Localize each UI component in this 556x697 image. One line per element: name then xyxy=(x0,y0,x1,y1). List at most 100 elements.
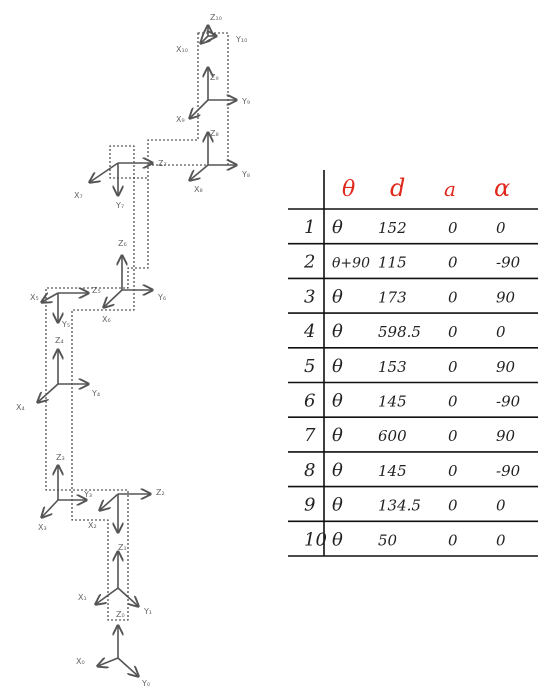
row-d: 153 xyxy=(378,358,407,376)
frame-9: Z₉ Y₉ X₉ xyxy=(176,68,250,124)
frame-4-z-label: Z₄ xyxy=(55,336,64,345)
link-chain xyxy=(45,32,229,621)
row-number: 2 xyxy=(303,252,315,273)
row-alpha: 0 xyxy=(496,531,506,549)
row-alpha: -90 xyxy=(496,254,521,272)
frame-2-z-label: Z₂ xyxy=(156,488,165,497)
frame-7: Z₇ Y₇ X₇ xyxy=(74,159,167,210)
frame-9-y-label: Y₉ xyxy=(241,97,250,106)
frame-5: Z₅ Y₅ X₅ xyxy=(30,286,101,329)
row-theta: θ xyxy=(332,356,343,377)
frame-7-z-label: Z₇ xyxy=(158,159,167,168)
row-alpha: 0 xyxy=(496,323,506,341)
frame-1-x-label: X₁ xyxy=(78,593,87,602)
frame-6-x-label: X₆ xyxy=(102,315,111,324)
frame-6-z-label: Z₆ xyxy=(118,239,127,248)
row-theta: θ xyxy=(332,425,343,446)
frame-3-y-label: Y₃ xyxy=(83,490,92,499)
row-theta: θ xyxy=(332,217,343,238)
coordinate-frames-diagram: Z₁₀ Y₁₀ X₁₀ Z₉ Y₉ X₉ Z₈ Y₈ X₈ Z₇ Y₇ X₇ Z… xyxy=(16,13,250,688)
row-number: 10 xyxy=(304,529,327,550)
row-a: 0 xyxy=(448,393,458,411)
header-d: d xyxy=(390,174,405,202)
header-alpha: α xyxy=(494,174,510,202)
row-theta: θ xyxy=(332,460,343,481)
frame-4-x-label: X₄ xyxy=(16,403,25,412)
row-number: 1 xyxy=(304,217,315,238)
frame-7-x-label: X₇ xyxy=(74,191,83,200)
frame-0-y-label: Y₀ xyxy=(141,679,150,688)
row-a: 0 xyxy=(448,254,458,272)
row-d: 145 xyxy=(378,462,407,480)
frame-5-y-label: Y₅ xyxy=(61,320,70,329)
frame-1: Z₁ Y₁ X₁ xyxy=(78,543,152,616)
frame-5-x-label: X₅ xyxy=(30,293,39,302)
row-alpha: 0 xyxy=(496,497,506,515)
row-a: 0 xyxy=(448,531,458,549)
row-number: 4 xyxy=(303,321,315,342)
row-alpha: 0 xyxy=(496,219,506,237)
frame-9-x-label: X₉ xyxy=(176,115,185,124)
row-d: 134.5 xyxy=(378,497,421,515)
row-d: 152 xyxy=(378,219,407,237)
frame-8-y-label: Y₈ xyxy=(241,170,250,179)
row-number: 6 xyxy=(304,391,315,412)
row-d: 50 xyxy=(378,531,398,549)
header-a: a xyxy=(444,177,456,201)
row-a: 0 xyxy=(448,323,458,341)
frame-0: Z₀ Y₀ X₀ xyxy=(76,610,150,688)
row-theta: θ+90 xyxy=(332,256,370,272)
frame-5-z-label: Z₅ xyxy=(92,286,101,295)
frame-10-x-label: X₁₀ xyxy=(176,45,188,54)
row-number: 5 xyxy=(304,356,315,377)
row-d: 598.5 xyxy=(378,323,421,341)
row-a: 0 xyxy=(448,497,458,515)
row-alpha: -90 xyxy=(496,462,521,480)
row-d: 173 xyxy=(378,288,407,306)
row-a: 0 xyxy=(448,288,458,306)
frame-3-z-label: Z₃ xyxy=(56,453,65,462)
frame-1-z-label: Z₁ xyxy=(118,543,127,552)
row-alpha: 90 xyxy=(496,358,516,376)
frame-2-x-label: X₂ xyxy=(88,521,97,530)
row-theta: θ xyxy=(332,321,343,342)
frame-6-y-label: Y₆ xyxy=(157,293,166,302)
frame-2: Z₂ X₂ xyxy=(88,488,165,532)
frame-0-z-label: Z₀ xyxy=(116,610,125,619)
row-theta: θ xyxy=(332,286,343,307)
row-theta: θ xyxy=(332,391,343,412)
row-number: 3 xyxy=(304,286,315,307)
row-theta: θ xyxy=(332,495,343,516)
frame-7-y-label: Y₇ xyxy=(115,201,124,210)
row-number: 9 xyxy=(304,495,315,516)
frame-3: Z₃ Y₃ X₃ xyxy=(38,453,92,532)
frame-6: Z₆ Y₆ X₆ xyxy=(102,239,166,324)
row-d: 600 xyxy=(378,427,407,445)
frame-8-x-label: X₈ xyxy=(194,185,203,194)
header-theta: θ xyxy=(342,177,355,202)
frame-1-y-label: Y₁ xyxy=(143,607,152,616)
frame-9-z-label: Z₉ xyxy=(210,73,219,82)
frame-8-z-label: Z₈ xyxy=(210,129,219,138)
frame-8: Z₈ Y₈ X₈ xyxy=(190,129,250,194)
row-a: 0 xyxy=(448,427,458,445)
row-d: 145 xyxy=(378,393,407,411)
frame-3-x-label: X₃ xyxy=(38,523,47,532)
row-d: 115 xyxy=(378,254,407,272)
row-theta: θ xyxy=(332,529,343,550)
row-alpha: 90 xyxy=(496,427,516,445)
frame-10-y-label: Y₁₀ xyxy=(235,35,247,44)
row-alpha: -90 xyxy=(496,393,521,411)
row-a: 0 xyxy=(448,462,458,480)
frame-10-z-label: Z₁₀ xyxy=(210,13,222,22)
row-a: 0 xyxy=(448,358,458,376)
frame-4: Z₄ Y₄ X₄ xyxy=(16,336,100,412)
row-number: 8 xyxy=(304,460,315,481)
row-alpha: 90 xyxy=(496,288,516,306)
row-number: 7 xyxy=(304,425,316,446)
row-a: 0 xyxy=(448,219,458,237)
frame-4-y-label: Y₄ xyxy=(91,389,100,398)
table-row-dividers xyxy=(288,242,538,557)
